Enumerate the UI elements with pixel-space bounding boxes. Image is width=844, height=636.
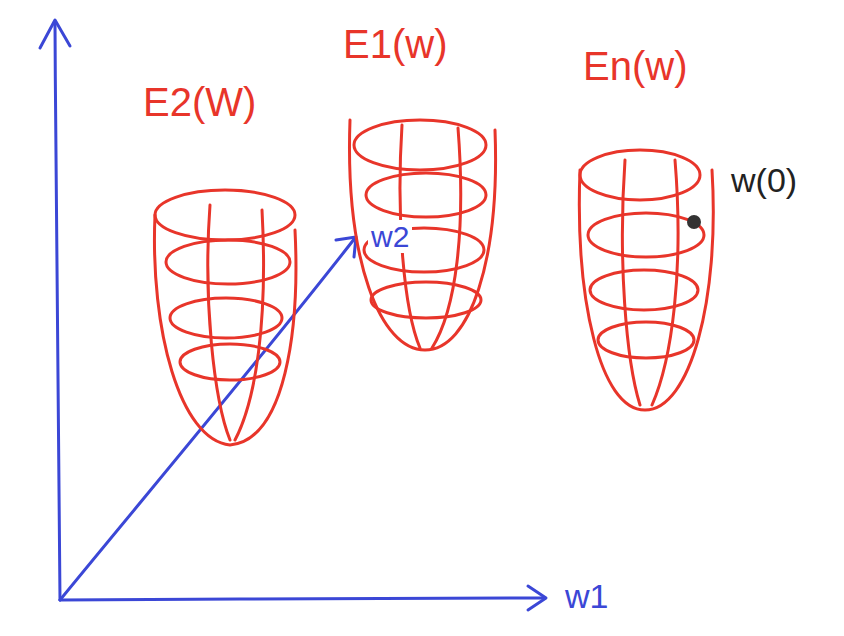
contour-ring: [166, 240, 290, 284]
bowl-line: [652, 160, 678, 405]
bowl-line: [235, 210, 264, 440]
function-label: E2(W): [140, 80, 259, 124]
w1-axis: [60, 598, 545, 600]
contour-ring: [590, 270, 698, 310]
function-label: En(w): [580, 44, 690, 88]
bowl-outline: [154, 215, 295, 445]
bowl-line: [208, 205, 230, 440]
contour-ring: [155, 190, 295, 240]
axis-arrowhead: [336, 237, 356, 257]
vertical-axis: [55, 22, 60, 600]
contour-ring: [170, 298, 282, 338]
contour-ring: [371, 282, 481, 318]
contour-ring: [366, 173, 486, 217]
bowl-outline: [350, 120, 496, 350]
axis-label: w2: [368, 220, 412, 253]
start-point: [687, 215, 701, 229]
contour-ring: [180, 344, 280, 380]
bowl-line: [432, 128, 461, 348]
error-bowl: [154, 190, 295, 445]
axes: [40, 20, 546, 610]
contour-ring: [598, 322, 694, 358]
contour-ring: [354, 120, 486, 170]
bowl-outline: [579, 170, 713, 410]
axis-arrowhead: [528, 586, 546, 610]
contour-ring: [588, 213, 704, 257]
error-bowl: [350, 120, 496, 350]
contour-ring: [580, 150, 700, 200]
error-bowl: [579, 150, 713, 410]
axis-arrowhead: [40, 20, 70, 48]
axis-label: w1: [562, 578, 611, 615]
bowl-line: [622, 160, 640, 405]
point-label: w(0): [728, 162, 800, 199]
function-label: E1(w): [340, 22, 450, 66]
